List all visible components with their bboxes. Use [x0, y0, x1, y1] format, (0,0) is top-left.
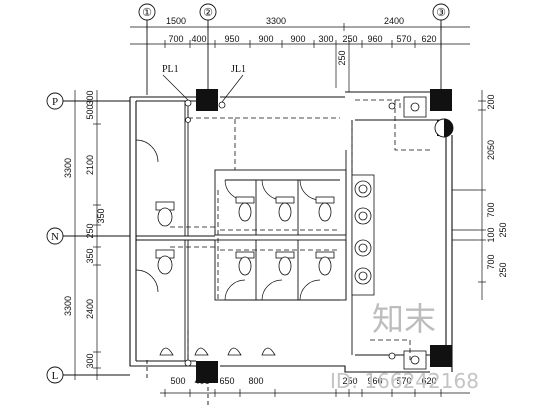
dim-left-detail-3: 2100	[85, 155, 95, 175]
dim-right-2: 2050	[486, 140, 496, 160]
axis-label-1: ①	[142, 7, 152, 19]
dim-right-4: 100	[486, 227, 496, 242]
dim-top-detail-10: 620	[421, 34, 436, 44]
axis-label-l: L	[52, 370, 59, 382]
drain-piping	[170, 99, 430, 361]
mop-sinks	[403, 96, 427, 370]
dim-bottom-3: 650	[219, 376, 234, 386]
dim-bottom-6: 960	[367, 376, 382, 386]
dim-bottom-4: 800	[248, 376, 263, 386]
dim-right-5: 250	[498, 222, 508, 237]
dim-top-overall-2: 3300	[266, 16, 286, 26]
dim-top-detail-7: 250	[342, 34, 357, 44]
dim-top-detail-11: 250	[337, 50, 347, 65]
dim-top-detail-8: 960	[367, 34, 382, 44]
dim-top-overall-3: 2400	[384, 16, 404, 26]
dim-top-detail-5: 900	[290, 34, 305, 44]
dim-left-overall-1: 3300	[63, 158, 73, 178]
dim-left-detail-6: 350	[85, 248, 95, 263]
pipe-tag-leaders	[162, 74, 244, 103]
dim-bottom-1: 500	[170, 376, 185, 386]
dim-right-6: 700	[486, 254, 496, 269]
dim-top-detail-2: 400	[191, 34, 206, 44]
axis-label-n: N	[51, 231, 59, 243]
dim-top-detail-6: 300	[318, 34, 333, 44]
dim-left-detail-5: 250	[85, 223, 95, 238]
pipe-tag-jl1: JL1	[231, 64, 246, 75]
dim-bottom-8: 620	[421, 376, 436, 386]
dim-top-detail-9: 570	[396, 34, 411, 44]
watermark: 知末 ID: 166242168	[330, 300, 479, 393]
dim-top-detail-3: 950	[224, 34, 239, 44]
dim-right-3: 700	[486, 202, 496, 217]
dim-bottom-5: 250	[342, 376, 357, 386]
urinals	[159, 347, 276, 356]
dim-left-detail-1: 300	[85, 90, 95, 105]
dim-left-detail-7: 2400	[85, 299, 95, 319]
axis-label-3: ③	[436, 7, 446, 19]
dim-top-overall-1: 1500	[166, 16, 186, 26]
pipe-tag-pl1: PL1	[162, 64, 179, 75]
dim-left-detail-8: 300	[85, 353, 95, 368]
axis-label-p: P	[52, 96, 58, 108]
dim-left-detail-4: 350	[96, 208, 106, 223]
watermark-id: ID: 166242168	[330, 369, 479, 393]
dim-top-detail-1: 700	[168, 34, 183, 44]
dim-left-detail-2: 500	[85, 104, 95, 119]
exterior-walls	[129, 91, 453, 373]
pipe-fittings	[184, 99, 396, 367]
dimension-lines-top	[130, 23, 470, 92]
structural-columns	[196, 89, 452, 383]
washbasins	[351, 174, 375, 296]
axis-label-2: ②	[203, 7, 213, 19]
watermark-logo-text: 知末	[372, 300, 436, 338]
axis-bubbles-top	[138, 3, 450, 405]
dimension-lines-right	[452, 90, 486, 300]
dim-left-overall-2: 3300	[63, 296, 73, 316]
dim-right-1: 200	[486, 94, 496, 109]
dim-bottom-7: 570	[396, 376, 411, 386]
dimension-lines-bottom	[160, 389, 470, 397]
dim-top-detail-4: 900	[258, 34, 273, 44]
toilets	[155, 196, 335, 276]
dim-right-7: 250	[498, 262, 508, 277]
dimension-lines-left	[71, 90, 101, 380]
